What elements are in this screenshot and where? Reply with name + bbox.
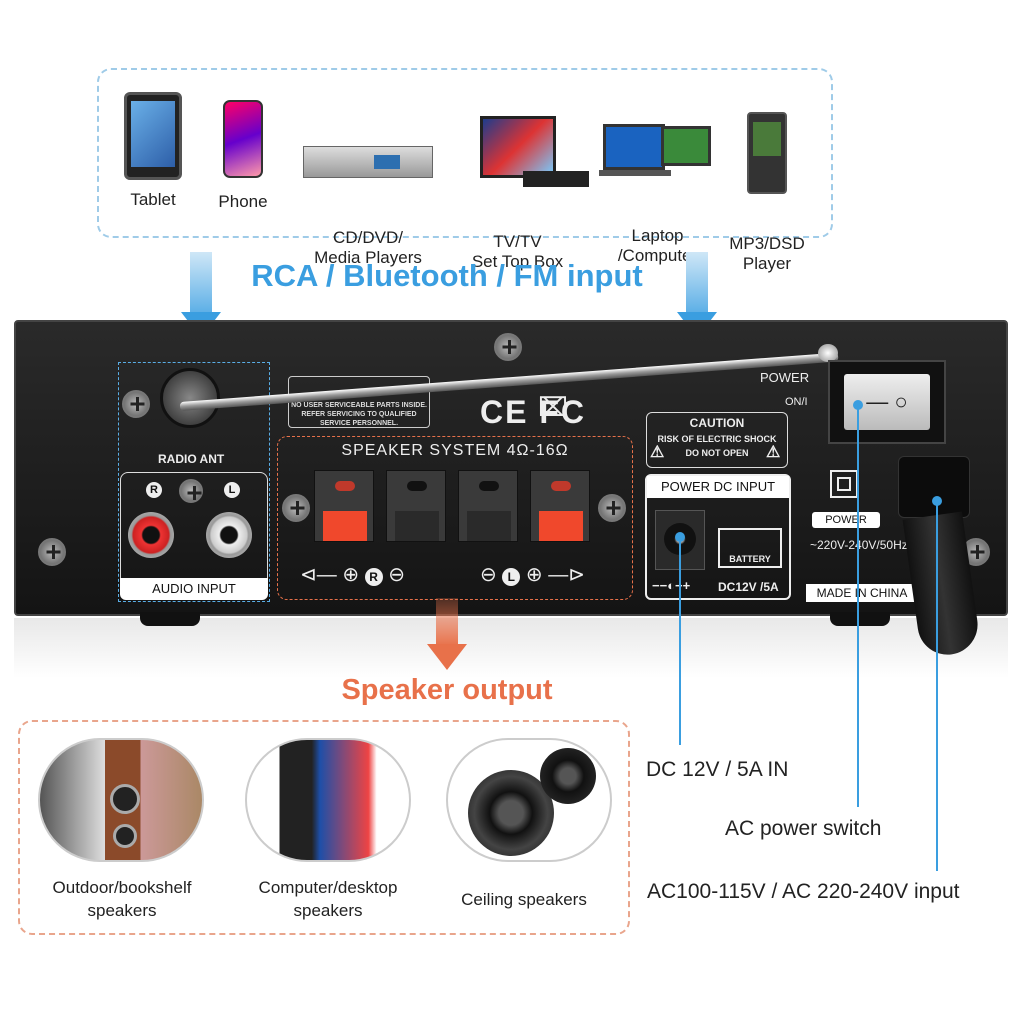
- output-label: Ceiling speakers: [461, 890, 587, 909]
- rca-jack-right[interactable]: [128, 512, 174, 558]
- phone-icon: [223, 100, 263, 178]
- device-laptop: Laptop /Computer: [595, 96, 720, 286]
- speaker-l-label: L: [502, 568, 521, 586]
- shock-warning-icon: ⚠: [766, 444, 781, 461]
- speaker-polarity-right: ⊲— ⊕ R ⊖: [300, 564, 405, 586]
- certification-marks: CE FC: [480, 394, 586, 430]
- speaker-polarity-left: ⊖ L ⊕ —⊳: [480, 564, 585, 586]
- radio-ant-label: RADIO ANT: [158, 452, 225, 466]
- speaker-r-label: R: [364, 568, 383, 586]
- screw-icon: [179, 479, 203, 503]
- on-label: ON/I: [785, 396, 808, 408]
- device-tv: TV/TV Set Top Box: [455, 96, 589, 292]
- input-sources-box: [97, 68, 833, 238]
- callout-switch-label: AC power switch: [725, 817, 882, 840]
- device-label: CD/DVD/ Media Players: [314, 228, 422, 267]
- double-insulation-icon: [830, 470, 858, 498]
- callout-line-dc: [679, 537, 681, 745]
- tablet-icon: [124, 92, 182, 180]
- power-badge: POWER: [812, 512, 880, 528]
- dc-spec-label: DC12V /5A: [718, 580, 779, 594]
- screw-icon: [122, 390, 150, 418]
- mp3-player-icon: [747, 112, 787, 194]
- speaker-terminal-l-plus[interactable]: [530, 470, 590, 542]
- speaker-outputs-box: [18, 720, 630, 935]
- callout-dc-label: DC 12V / 5A IN: [646, 758, 789, 781]
- rca-l-label: L: [224, 482, 240, 498]
- device-media-player: CD/DVD/ Media Players: [300, 126, 436, 288]
- input-title: RCA / Bluetooth / FM input: [251, 258, 643, 293]
- device-mp3: MP3/DSD Player: [722, 92, 812, 294]
- caution-label: [646, 412, 788, 468]
- desktop-speaker-image: [245, 738, 411, 862]
- device-label: Tablet: [130, 190, 176, 209]
- screw-icon: [494, 333, 522, 361]
- output-label: Computer/desktop speakers: [258, 878, 398, 920]
- rca-jack-left[interactable]: [206, 512, 252, 558]
- device-label: MP3/DSD Player: [729, 234, 805, 273]
- battery-icon: BATTERY: [718, 528, 782, 568]
- callout-ac-label: AC100-115V / AC 220-240V input: [647, 880, 960, 903]
- speaker-system-label: SPEAKER SYSTEM 4Ω-16Ω: [341, 442, 569, 459]
- screw-icon: [282, 494, 310, 522]
- power-dc-input-panel: [645, 474, 791, 600]
- screw-icon: [38, 538, 66, 566]
- device-tablet: Tablet: [115, 92, 191, 210]
- callout-line-switch: [857, 405, 859, 807]
- arrow-left-shaft: [190, 252, 212, 314]
- audio-input-label: AUDIO INPUT: [120, 578, 268, 600]
- reflection: [14, 618, 1008, 678]
- media-player-icon: [303, 146, 433, 178]
- antenna-jack[interactable]: [160, 368, 220, 428]
- arrow-down-icon: [427, 644, 467, 670]
- caution-title: CAUTION: [689, 416, 745, 430]
- ceiling-speaker-image: [446, 738, 612, 862]
- tv-icon: [479, 116, 589, 187]
- dc-polarity-symbol: −−◐−+: [652, 578, 691, 593]
- arrow-orange-shaft: [436, 598, 458, 646]
- rca-r-label: R: [146, 482, 162, 498]
- device-label: Phone: [218, 192, 268, 211]
- power-label: POWER: [760, 370, 810, 385]
- made-in-label: MADE IN CHINA: [806, 584, 918, 602]
- warning-triangle-icon: ⚠: [650, 444, 665, 461]
- caution-text: DO NOT OPEN: [685, 448, 749, 458]
- output-label: Outdoor/bookshelf speakers: [52, 878, 192, 920]
- output-title: Speaker output: [341, 674, 553, 706]
- weee-bin-icon: ⌧: [538, 392, 568, 422]
- device-label: TV/TV Set Top Box: [471, 232, 564, 271]
- ac-power-switch[interactable]: — ○: [828, 360, 946, 444]
- foot: [140, 612, 200, 626]
- caution-text: RISK OF ELECTRIC SHOCK: [657, 434, 777, 444]
- speaker-terminal-r-plus[interactable]: [314, 470, 374, 542]
- bookshelf-speaker-image: [38, 738, 204, 862]
- callout-line-ac: [936, 501, 938, 871]
- antenna-tip: [818, 344, 838, 362]
- screw-icon: [598, 494, 626, 522]
- speaker-terminal-l-minus[interactable]: [458, 470, 518, 542]
- ac-power-cord-plug[interactable]: [898, 456, 970, 518]
- arrow-right-shaft: [686, 252, 708, 314]
- foot: [830, 612, 890, 626]
- input-section: [118, 362, 270, 602]
- laptop-icon: [598, 116, 713, 184]
- device-phone: Phone: [210, 100, 276, 212]
- speaker-terminal-r-minus[interactable]: [386, 470, 446, 542]
- device-label: Laptop /Computer: [617, 226, 698, 265]
- power-dc-input-label: POWER DC INPUT: [647, 476, 789, 498]
